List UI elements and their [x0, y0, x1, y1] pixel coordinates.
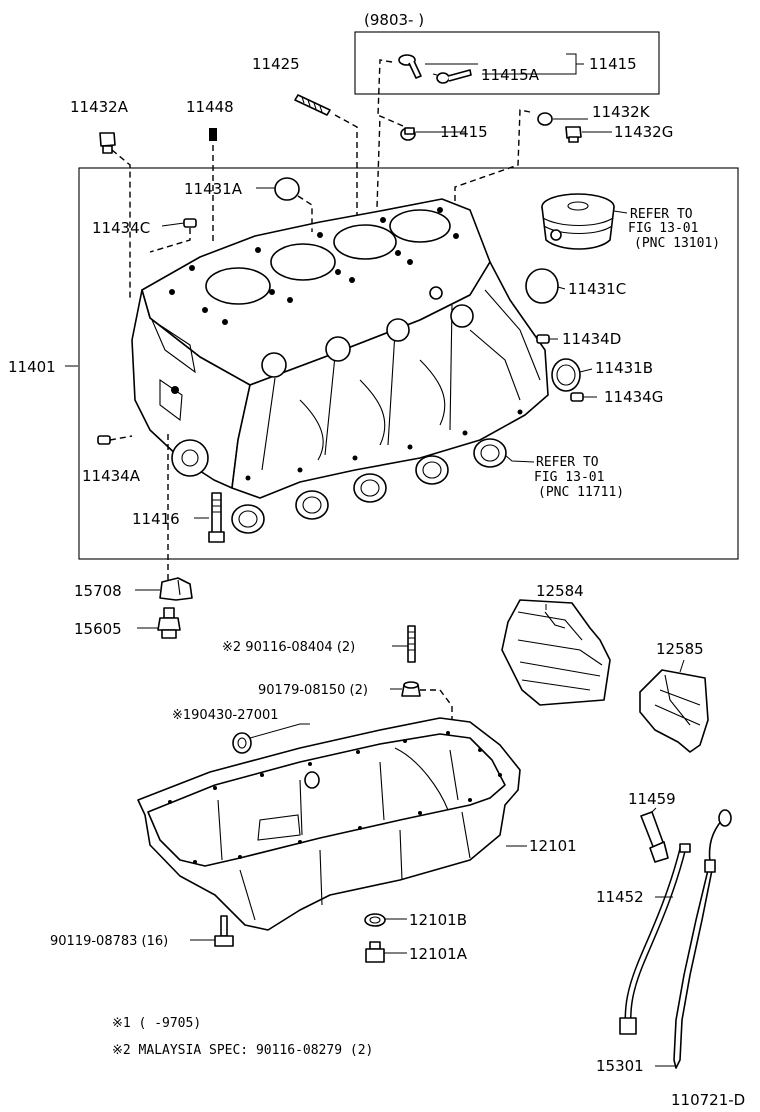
pin-11434D-icon[interactable]	[536, 334, 550, 344]
plug-11431A-icon[interactable]	[274, 177, 300, 201]
label-11452[interactable]: 11452	[596, 888, 644, 906]
nut-90179-icon[interactable]	[401, 681, 421, 697]
plug-11415-mid-icon[interactable]	[400, 127, 416, 141]
plug-11432K-icon[interactable]	[537, 112, 553, 126]
switch-15605-icon[interactable]	[157, 607, 181, 639]
label-15605[interactable]: 15605	[74, 620, 122, 638]
label-11431B[interactable]: 11431B	[595, 359, 653, 377]
pin-11434C-leader	[149, 228, 191, 253]
piston-ref-icon[interactable]	[541, 193, 615, 250]
baffle-12585-icon[interactable]	[639, 669, 709, 753]
nut-90179-leader	[420, 689, 453, 722]
diagram-id: 110721-D	[671, 1091, 745, 1109]
label-11415A[interactable]: 11415A	[481, 66, 540, 84]
label-11434A[interactable]: 11434A	[82, 467, 141, 485]
label-11434G[interactable]: 11434G	[604, 388, 663, 406]
cylinder-block-11401[interactable]	[131, 198, 549, 499]
oil-pan-12101[interactable]	[137, 717, 521, 931]
label-12101A[interactable]: 12101A	[409, 945, 468, 963]
guide-11459-icon[interactable]	[640, 811, 669, 863]
bearing-ref-line2: FIG 13-01	[534, 470, 604, 485]
label-11431A[interactable]: 11431A	[184, 180, 243, 198]
plug-11432A-icon[interactable]	[99, 132, 116, 154]
label-11432G[interactable]: 11432G	[614, 123, 673, 141]
plug-11431C-icon[interactable]	[525, 268, 559, 304]
inset-date-label: (9803- )	[364, 11, 424, 29]
cylinder-block-frame	[78, 167, 739, 560]
bolt-90119-icon[interactable]	[214, 915, 234, 947]
bearing-ref-line3: (PNC 11711)	[538, 485, 624, 500]
inset-bolt-11415A[interactable]	[436, 69, 472, 84]
seal-190430-icon[interactable]	[232, 732, 252, 754]
piston-ref-line2: FIG 13-01	[628, 221, 698, 236]
stud-11425-icon[interactable]	[294, 94, 331, 116]
footnote-2: ※2 MALAYSIA SPEC: 90116-08279 (2)	[112, 1043, 373, 1058]
pin-11448-icon[interactable]	[209, 128, 217, 141]
plug-12101A-icon[interactable]	[365, 941, 385, 963]
plug-11431A-leader	[297, 195, 313, 232]
pin-11434G-icon[interactable]	[570, 392, 584, 402]
baffle-12584-icon[interactable]	[501, 599, 611, 706]
bearing-ref-line1: REFER TO	[536, 455, 599, 470]
plug-11432K-leader	[454, 109, 531, 230]
label-15301[interactable]: 15301	[596, 1057, 644, 1075]
pin-11434A-icon[interactable]	[97, 435, 111, 445]
label-12101B[interactable]: 12101B	[409, 911, 467, 929]
label-15708[interactable]: 15708	[74, 582, 122, 600]
leader-lines	[65, 73, 685, 1067]
stud-90116-icon[interactable]	[407, 625, 416, 663]
label-11401[interactable]: 11401	[8, 358, 56, 376]
pin-11434A-leader	[109, 435, 133, 441]
plug-11432G-icon[interactable]	[565, 126, 582, 143]
pin-11434C-icon[interactable]	[183, 218, 197, 228]
label-11415-mid[interactable]: 11415	[440, 123, 488, 141]
label-11434C[interactable]: 11434C	[92, 219, 150, 237]
inset-bolt-11415[interactable]	[398, 54, 422, 79]
dipstick-15301-icon[interactable]	[673, 809, 732, 1069]
main-bearings-icon[interactable]	[231, 438, 507, 534]
label-11425[interactable]: 11425	[252, 55, 300, 73]
tube-11452-icon[interactable]	[619, 843, 691, 1035]
label-11416[interactable]: 11416	[132, 510, 180, 528]
label-190430-27001[interactable]: ※190430-27001	[172, 708, 279, 723]
label-12101[interactable]: 12101	[529, 837, 577, 855]
plug-11432A-leader	[111, 149, 131, 300]
inset-group-leader	[377, 59, 393, 116]
label-11432K[interactable]: 11432K	[592, 103, 651, 121]
label-12585[interactable]: 12585	[656, 640, 704, 658]
footnote-1: ※1 ( -9705)	[112, 1016, 201, 1031]
plug-11431B-icon[interactable]	[551, 358, 581, 392]
label-12584[interactable]: 12584	[536, 582, 584, 600]
label-11459[interactable]: 11459	[628, 790, 676, 808]
label-11415-top[interactable]: 11415	[589, 55, 637, 73]
stud-11425-leader	[334, 114, 358, 240]
bolt-11416-icon[interactable]	[208, 492, 225, 543]
bracket-15708-icon[interactable]	[159, 577, 193, 601]
label-90119-08783[interactable]: 90119-08783 (16)	[50, 934, 168, 949]
label-11434D[interactable]: 11434D	[562, 330, 621, 348]
label-90116-08404[interactable]: ※2 90116-08404 (2)	[222, 640, 355, 655]
label-11448[interactable]: 11448	[186, 98, 234, 116]
piston-ref-line3: (PNC 13101)	[634, 236, 720, 251]
label-11432A[interactable]: 11432A	[70, 98, 129, 116]
gasket-12101B-icon[interactable]	[364, 913, 386, 927]
label-90179-08150[interactable]: 90179-08150 (2)	[258, 683, 368, 698]
label-11431C[interactable]: 11431C	[568, 280, 626, 298]
plug-11415-mid-leader	[371, 114, 404, 361]
piston-ref-line1: REFER TO	[630, 207, 693, 222]
inset-leader	[425, 53, 584, 75]
inset-frame	[354, 31, 660, 95]
